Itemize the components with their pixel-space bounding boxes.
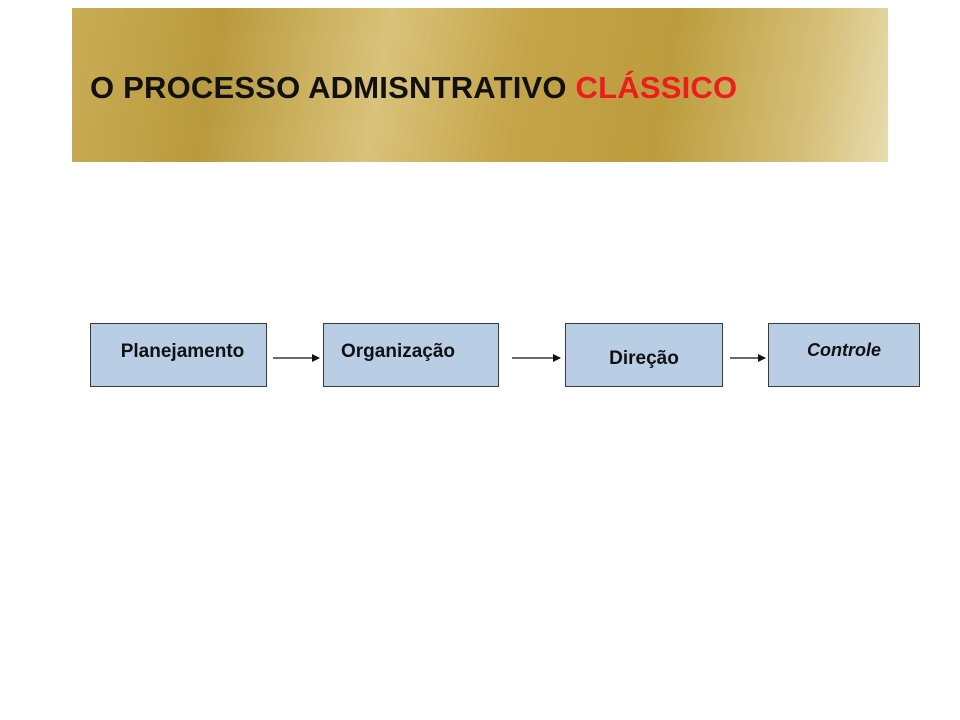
step-label-planejamento: Planejamento: [120, 341, 245, 362]
step-organizacao: Organização: [323, 323, 499, 387]
step-direcao: Direção: [565, 323, 723, 387]
slide-title: O PROCESSO ADMISNTRATIVO CLÁSSICO: [90, 70, 737, 106]
title-accent: CLÁSSICO: [575, 70, 738, 105]
step-label-direcao: Direção: [609, 348, 679, 369]
title-main: O PROCESSO ADMISNTRATIVO: [90, 70, 567, 105]
step-controle: Controle: [768, 323, 920, 387]
step-label-organizacao: Organização: [341, 341, 456, 362]
title-banner: O PROCESSO ADMISNTRATIVO CLÁSSICO: [72, 8, 888, 162]
step-label-controle: Controle: [807, 339, 881, 360]
step-planejamento: Planejamento: [90, 323, 267, 387]
